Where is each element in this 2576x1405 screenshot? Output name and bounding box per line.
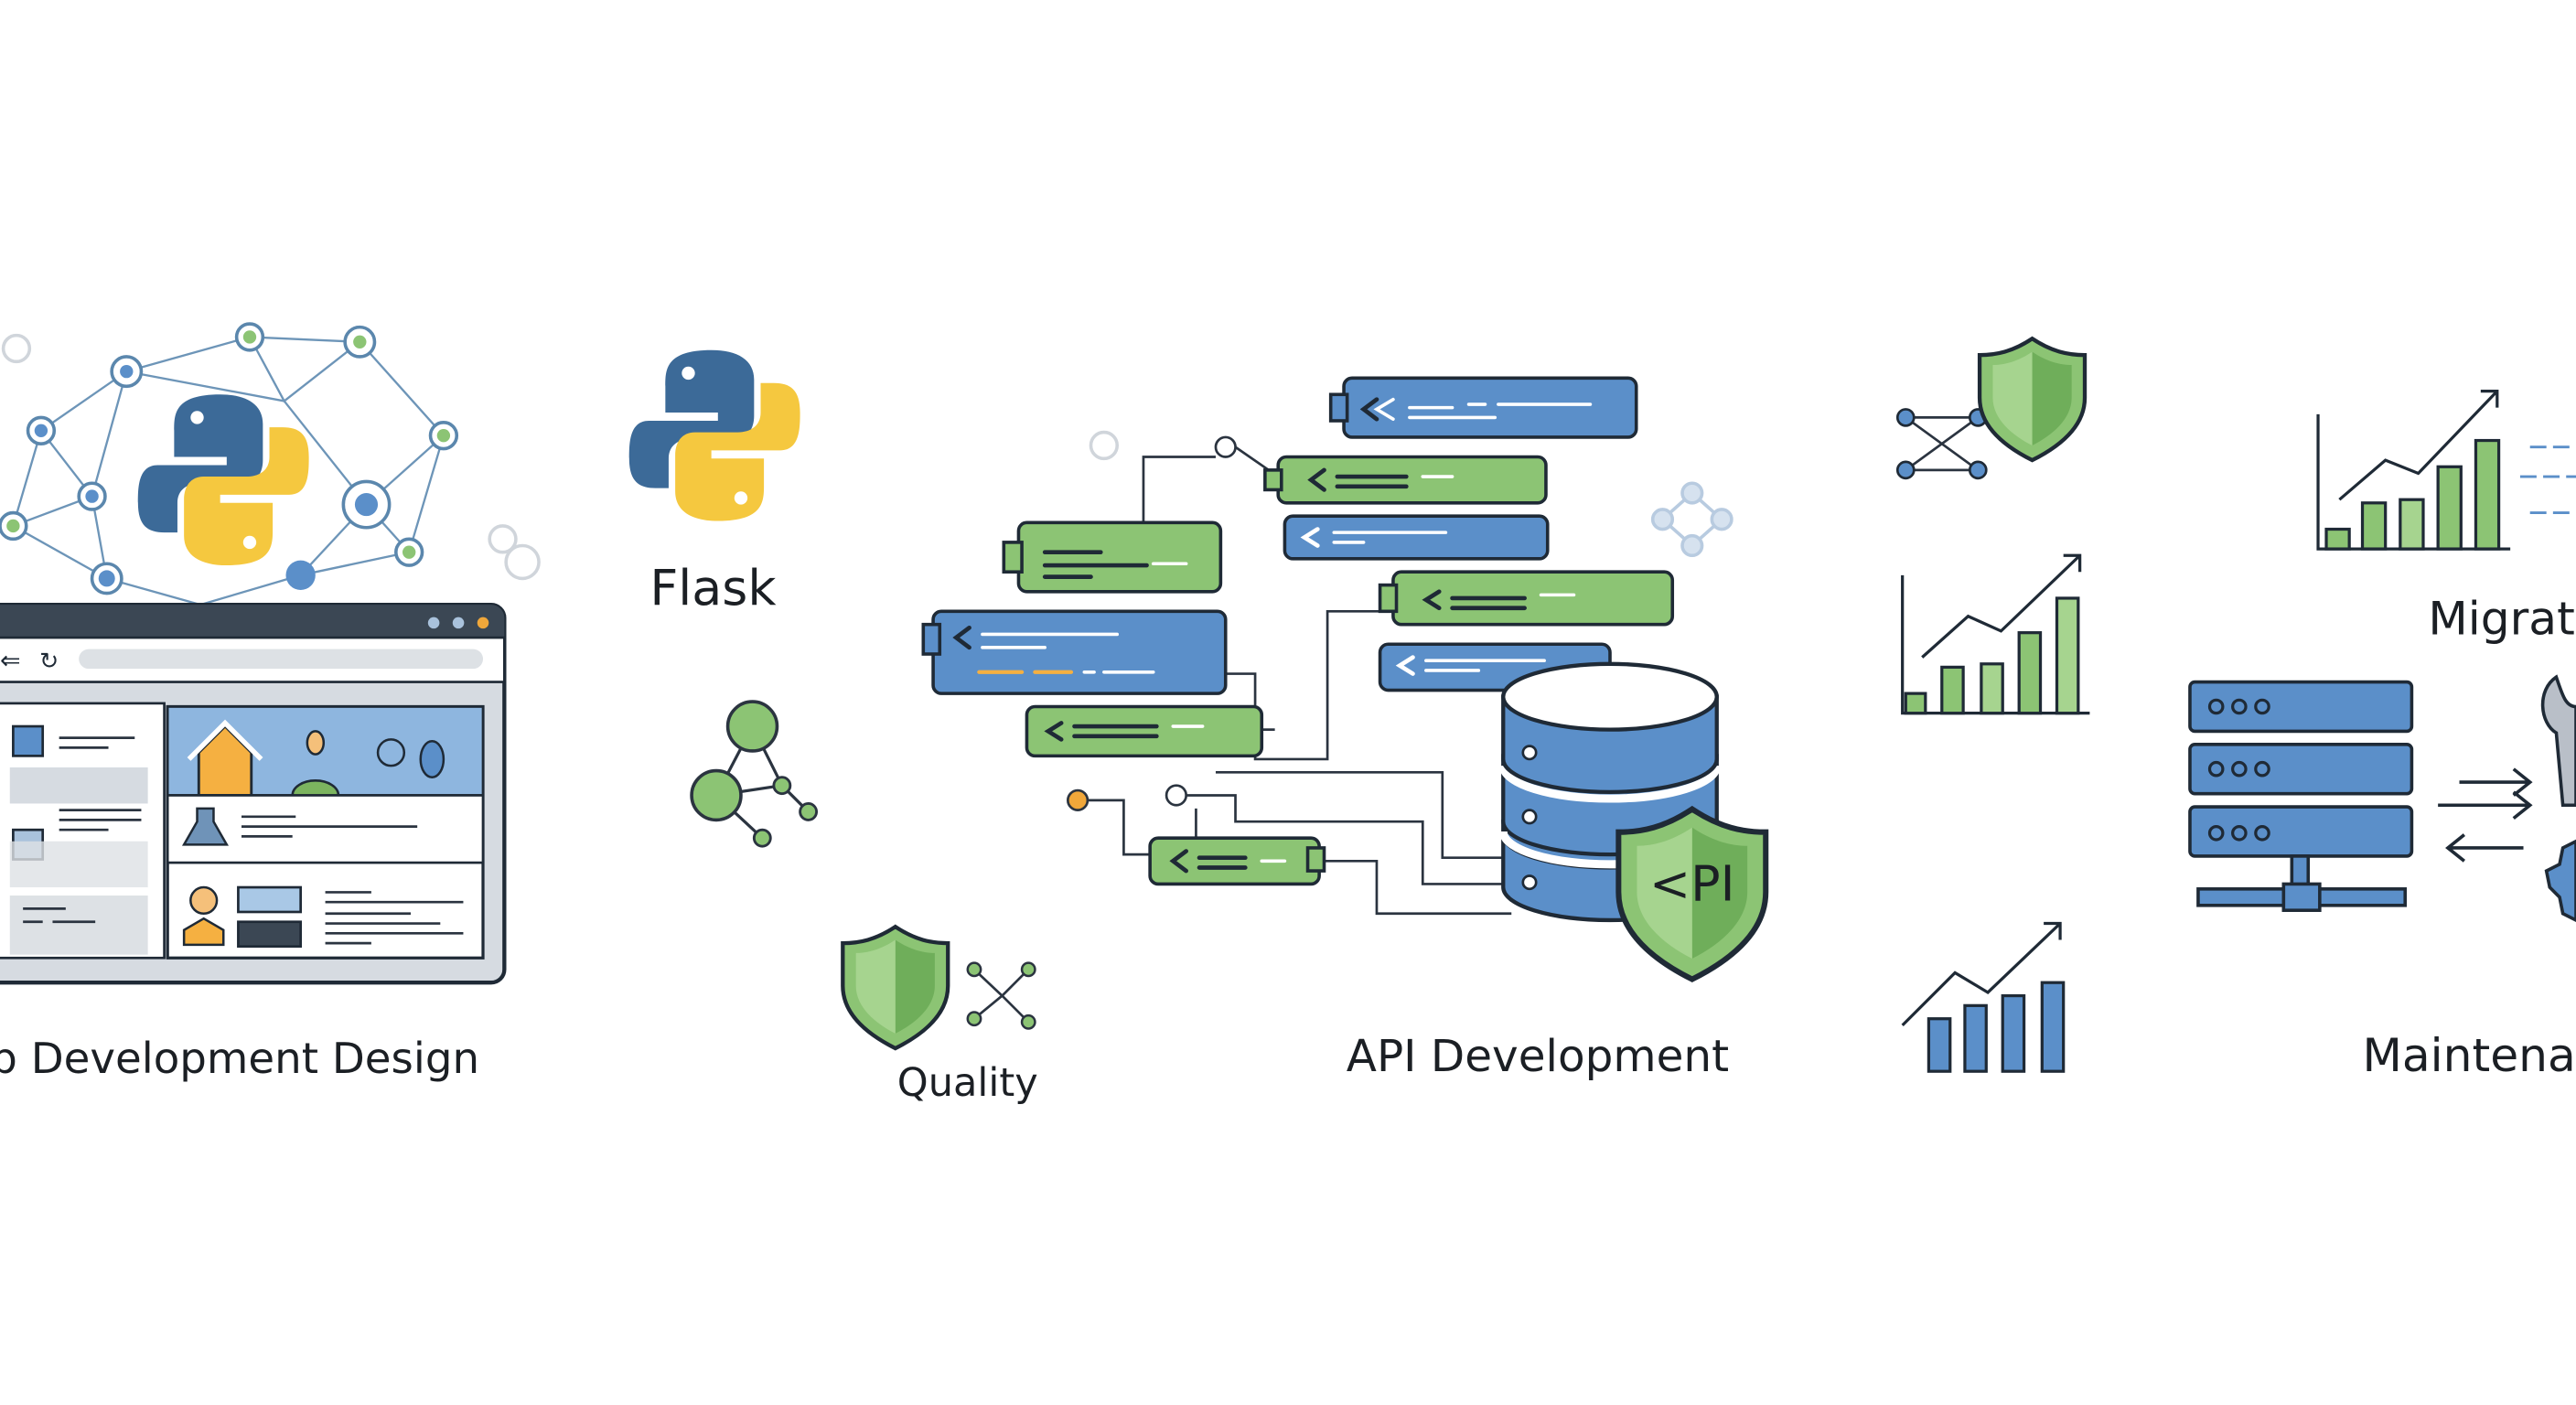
bar-chart-blue-icon xyxy=(1901,921,2066,1073)
code-block-icon xyxy=(1283,514,1550,561)
api-shield-label: <PI xyxy=(1649,854,1735,912)
bar-chart-icon xyxy=(1901,553,2090,715)
code-block-icon xyxy=(1263,455,1548,505)
connector-lines xyxy=(1087,445,1512,916)
node-cluster-icon xyxy=(1650,481,1733,558)
gear-icon xyxy=(2544,839,2576,922)
code-block-icon xyxy=(921,609,1228,695)
svg-text:↻: ↻ xyxy=(39,648,59,674)
code-block-icon xyxy=(1002,520,1223,594)
code-block-icon xyxy=(1378,570,1675,627)
code-block-icon xyxy=(1148,836,1326,886)
svg-text:⇐: ⇐ xyxy=(0,647,21,675)
wrench-icon xyxy=(2540,674,2576,808)
browser-window-icon: ⇐ ↻ xyxy=(0,602,507,985)
network-icon xyxy=(0,322,541,606)
code-block-icon xyxy=(1025,704,1264,758)
python-logo-icon xyxy=(137,394,309,566)
code-block-icon xyxy=(1328,376,1638,439)
label-migration: Migrati xyxy=(2428,591,2576,645)
code-glyphs xyxy=(952,397,1593,874)
security-shield-icon xyxy=(1980,338,2085,460)
label-web-design: b Development Design xyxy=(0,1035,479,1084)
label-quality: Quality xyxy=(897,1060,1038,1106)
flask-python-logo-icon xyxy=(628,349,800,521)
arrows-icon xyxy=(2438,767,2533,863)
code-blocks xyxy=(921,376,1675,886)
label-api: API Development xyxy=(1347,1031,1729,1082)
migration-chart-icon xyxy=(2316,390,2511,551)
quality-shield-icon xyxy=(843,927,948,1048)
server-rack-icon xyxy=(2188,680,2414,912)
migration-arrows-icon xyxy=(2519,445,2576,515)
quality-network-icon xyxy=(966,961,1036,1030)
network-x-icon xyxy=(1895,408,1988,480)
label-flask: Flask xyxy=(649,559,777,617)
label-maintenance: Maintenar xyxy=(2363,1028,2576,1082)
molecule-icon xyxy=(690,700,819,848)
